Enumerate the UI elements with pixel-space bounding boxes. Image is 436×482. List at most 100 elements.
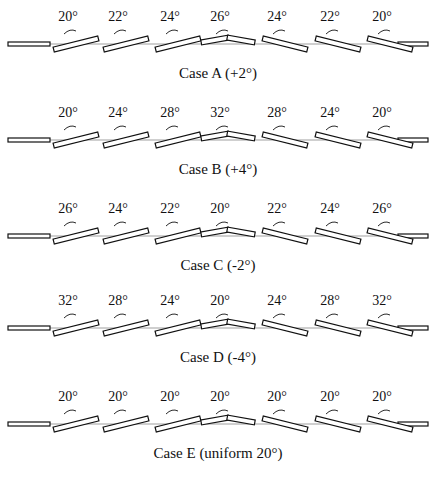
slat bbox=[201, 319, 229, 329]
slat-row bbox=[8, 126, 428, 148]
angle-arc bbox=[216, 30, 228, 34]
slat-row bbox=[8, 222, 428, 244]
slat bbox=[155, 320, 201, 336]
slat bbox=[367, 228, 413, 244]
angle-arc bbox=[273, 410, 285, 414]
slat bbox=[53, 320, 99, 336]
angle-label: 24° bbox=[108, 202, 128, 216]
angle-label: 20° bbox=[160, 390, 180, 404]
slat bbox=[53, 416, 99, 432]
slat bbox=[155, 132, 201, 148]
slat bbox=[367, 36, 413, 52]
angle-arc bbox=[114, 222, 126, 226]
slat bbox=[201, 227, 229, 237]
angle-label: 26° bbox=[58, 202, 78, 216]
slat bbox=[103, 132, 149, 148]
angle-label: 22° bbox=[160, 202, 180, 216]
angle-arc bbox=[114, 30, 126, 34]
slat bbox=[227, 319, 255, 329]
angle-arc bbox=[64, 30, 76, 34]
case-caption: Case C (-2°) bbox=[180, 258, 255, 273]
angle-label: 22° bbox=[267, 202, 287, 216]
slat bbox=[155, 36, 201, 52]
slat bbox=[201, 35, 229, 45]
angle-label: 24° bbox=[320, 106, 340, 120]
angle-label: 26° bbox=[210, 10, 230, 24]
angle-arc bbox=[273, 30, 285, 34]
slat bbox=[315, 416, 361, 432]
angle-arc bbox=[114, 410, 126, 414]
angle-label: 32° bbox=[372, 294, 392, 308]
slat bbox=[262, 132, 308, 148]
angle-label: 24° bbox=[320, 202, 340, 216]
angle-arc bbox=[64, 126, 76, 130]
angle-label: 20° bbox=[372, 106, 392, 120]
slat bbox=[315, 132, 361, 148]
slat bbox=[227, 35, 255, 45]
slat bbox=[227, 131, 255, 141]
angle-arc bbox=[166, 222, 178, 226]
slat bbox=[201, 131, 229, 141]
angle-label: 20° bbox=[267, 390, 287, 404]
angle-label: 28° bbox=[160, 106, 180, 120]
angle-arc bbox=[326, 30, 338, 34]
angle-arc bbox=[166, 314, 178, 318]
angle-arc bbox=[114, 314, 126, 318]
angle-arc bbox=[273, 126, 285, 130]
angle-label: 20° bbox=[372, 390, 392, 404]
angle-arc bbox=[273, 314, 285, 318]
angle-label: 22° bbox=[108, 10, 128, 24]
slat bbox=[103, 416, 149, 432]
slat bbox=[262, 320, 308, 336]
slat bbox=[53, 36, 99, 52]
angle-arc bbox=[326, 410, 338, 414]
angle-label: 20° bbox=[58, 106, 78, 120]
angle-arc bbox=[166, 410, 178, 414]
angle-label: 20° bbox=[320, 390, 340, 404]
angle-arc bbox=[216, 314, 228, 318]
angle-label: 24° bbox=[108, 106, 128, 120]
angle-arc bbox=[216, 410, 228, 414]
end-plate bbox=[8, 326, 50, 330]
slat bbox=[227, 227, 255, 237]
angle-label: 20° bbox=[210, 202, 230, 216]
angle-label: 20° bbox=[58, 390, 78, 404]
slat bbox=[155, 228, 201, 244]
angle-label: 28° bbox=[320, 294, 340, 308]
angle-arc bbox=[64, 410, 76, 414]
slat bbox=[103, 228, 149, 244]
angle-label: 20° bbox=[372, 10, 392, 24]
slat bbox=[103, 320, 149, 336]
angle-arc bbox=[64, 314, 76, 318]
slat bbox=[315, 320, 361, 336]
slat bbox=[315, 228, 361, 244]
angle-arc bbox=[378, 30, 390, 34]
slat-row bbox=[8, 30, 428, 52]
angle-arc bbox=[216, 222, 228, 226]
angle-label: 22° bbox=[320, 10, 340, 24]
angle-label: 20° bbox=[58, 10, 78, 24]
slat bbox=[53, 132, 99, 148]
angle-arc bbox=[216, 126, 228, 130]
slat bbox=[262, 416, 308, 432]
angle-label: 32° bbox=[58, 294, 78, 308]
slat bbox=[155, 416, 201, 432]
angle-arc bbox=[378, 126, 390, 130]
slat-row bbox=[8, 314, 428, 336]
case-caption: Case E (uniform 20°) bbox=[154, 446, 283, 461]
angle-arc bbox=[326, 126, 338, 130]
angle-arc bbox=[326, 314, 338, 318]
slat bbox=[262, 36, 308, 52]
case-caption: Case A (+2°) bbox=[179, 66, 257, 81]
angle-arc bbox=[378, 410, 390, 414]
angle-label: 28° bbox=[108, 294, 128, 308]
angle-arc bbox=[326, 222, 338, 226]
angle-label: 24° bbox=[267, 294, 287, 308]
angle-label: 20° bbox=[210, 294, 230, 308]
angle-label: 20° bbox=[108, 390, 128, 404]
end-plate bbox=[8, 422, 50, 426]
slat bbox=[367, 132, 413, 148]
angle-arc bbox=[273, 222, 285, 226]
slat bbox=[103, 36, 149, 52]
